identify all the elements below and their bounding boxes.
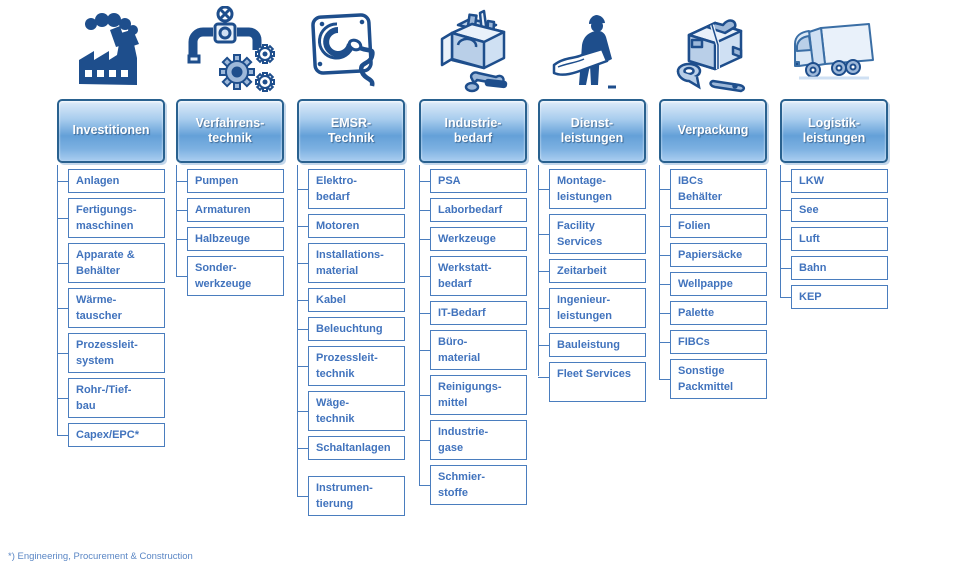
connector-line: [419, 165, 420, 485]
column-items-emsr-technik: Elektro- bedarf Motoren Installations- m…: [297, 165, 405, 516]
category-item: Elektro- bedarf: [297, 169, 405, 209]
category-item: Prozessleit- system: [57, 333, 165, 373]
category-item: FIBCs: [659, 330, 767, 354]
category-item: Luft: [780, 227, 888, 251]
category-item: Palette: [659, 301, 767, 325]
column-header-emsr-technik: EMSR- Technik: [297, 99, 405, 163]
category-item: Schmier- stoffe: [419, 465, 527, 505]
cable-socket-icon: [297, 4, 405, 96]
category-item: Wäge- technik: [297, 391, 405, 431]
category-item: Wärme- tauscher: [57, 288, 165, 328]
category-item: Installations- material: [297, 243, 405, 283]
category-item: Folien: [659, 214, 767, 238]
connector-line: [780, 165, 781, 297]
category-item: Sonstige Packmittel: [659, 359, 767, 399]
worker-blueprint-icon: [538, 4, 646, 96]
column-emsr-technik: EMSR- Technik Elektro- bedarf Motoren In…: [297, 99, 405, 521]
category-item: Rohr-/Tief- bau: [57, 378, 165, 418]
column-verpackung: Verpackung IBCs Behälter Folien Papiersä…: [659, 99, 767, 404]
connector-line: [659, 165, 660, 379]
column-items-logistikleistungen: LKW See Luft Bahn KEP: [780, 165, 888, 309]
column-header-dienstleistungen: Dienst- leistungen: [538, 99, 646, 163]
category-item: Werkzeuge: [419, 227, 527, 251]
column-verfahrenstechnik: Verfahrens- technik Pumpen Armaturen Hal…: [176, 99, 284, 301]
column-items-investitionen: Anlagen Fertigungs- maschinen Apparate &…: [57, 165, 165, 447]
category-item: Laborbedarf: [419, 198, 527, 222]
category-item: Bahn: [780, 256, 888, 280]
category-item: Fleet Services: [538, 362, 646, 402]
column-items-verpackung: IBCs Behälter Folien Papiersäcke Wellpap…: [659, 165, 767, 399]
column-logistikleistungen: Logistik- leistungen LKW See Luft Bahn K…: [780, 99, 888, 314]
category-item: Fertigungs- maschinen: [57, 198, 165, 238]
column-items-dienstleistungen: Montage- leistungen Facility Services Ze…: [538, 165, 646, 402]
category-item: Montage- leistungen: [538, 169, 646, 209]
connector-line: [297, 165, 298, 496]
category-item: Sonder- werkzeuge: [176, 256, 284, 296]
category-item: Kabel: [297, 288, 405, 312]
category-item: Schaltanlagen: [297, 436, 405, 460]
category-item: Facility Services: [538, 214, 646, 254]
category-item: PSA: [419, 169, 527, 193]
category-item: Bauleistung: [538, 333, 646, 357]
category-item: LKW: [780, 169, 888, 193]
column-header-verfahrenstechnik: Verfahrens- technik: [176, 99, 284, 163]
category-item: Wellpappe: [659, 272, 767, 296]
category-item: Zeitarbeit: [538, 259, 646, 283]
category-item: IT-Bedarf: [419, 301, 527, 325]
column-investitionen: Investitionen Anlagen Fertigungs- maschi…: [57, 99, 165, 452]
category-item: Halbzeuge: [176, 227, 284, 251]
category-item: Büro- material: [419, 330, 527, 370]
factory-icon: [57, 4, 165, 96]
category-item: Instrumen- tierung: [297, 476, 405, 516]
epc-footnote: *) Engineering, Procurement & Constructi…: [8, 551, 193, 562]
column-header-industriebedarf: Industrie- bedarf: [419, 99, 527, 163]
column-industriebedarf: Industrie- bedarf PSA Laborbedarf Werkze…: [419, 99, 527, 510]
category-item: Armaturen: [176, 198, 284, 222]
category-item: Papiersäcke: [659, 243, 767, 267]
category-item: Pumpen: [176, 169, 284, 193]
connector-line: [538, 165, 539, 376]
column-dienstleistungen: Dienst- leistungen Montage- leistungen F…: [538, 99, 646, 407]
column-header-verpackung: Verpackung: [659, 99, 767, 163]
category-item: Beleuchtung: [297, 317, 405, 341]
category-item: Capex/EPC*: [57, 423, 165, 447]
connector-line: [176, 165, 177, 276]
category-item: Prozessleit- technik: [297, 346, 405, 386]
category-item: Anlagen: [57, 169, 165, 193]
toolbox-icon: [419, 4, 527, 96]
category-item: Apparate & Behälter: [57, 243, 165, 283]
column-header-investitionen: Investitionen: [57, 99, 165, 163]
category-item: Motoren: [297, 214, 405, 238]
category-item: Ingenieur- leistungen: [538, 288, 646, 328]
column-header-logistikleistungen: Logistik- leistungen: [780, 99, 888, 163]
category-item: Werkstatt- bedarf: [419, 256, 527, 296]
category-item: Reinigungs- mittel: [419, 375, 527, 415]
category-item: IBCs Behälter: [659, 169, 767, 209]
category-item: See: [780, 198, 888, 222]
column-items-industriebedarf: PSA Laborbedarf Werkzeuge Werkstatt- bed…: [419, 165, 527, 505]
truck-icon: [780, 4, 888, 96]
valve-gears-icon: [176, 4, 284, 96]
category-item: KEP: [780, 285, 888, 309]
connector-line: [57, 165, 58, 435]
column-items-verfahrenstechnik: Pumpen Armaturen Halbzeuge Sonder- werkz…: [176, 165, 284, 296]
category-item: Industrie- gase: [419, 420, 527, 460]
package-tape-icon: [659, 4, 767, 96]
